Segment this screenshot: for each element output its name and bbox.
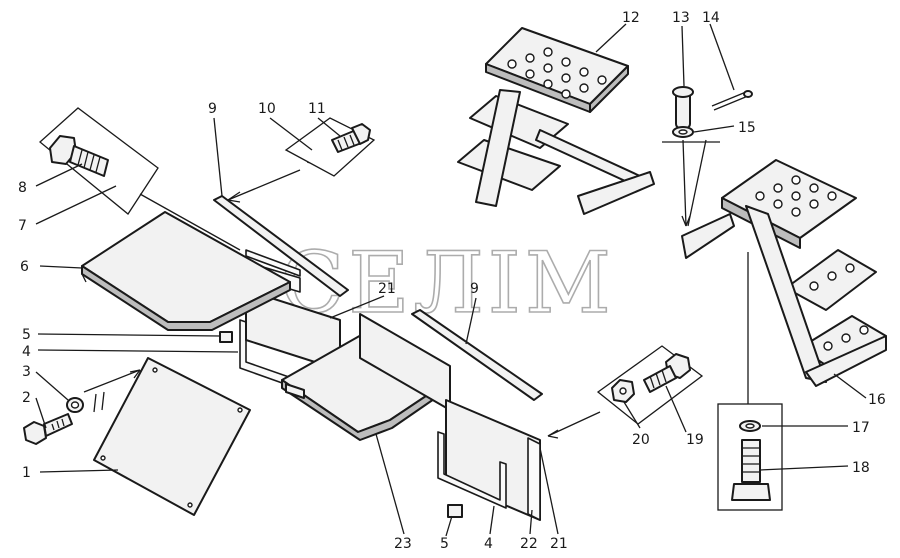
callout-3: 3 bbox=[22, 364, 31, 380]
callout-21-bottom: 21 bbox=[550, 536, 568, 552]
callout-2: 2 bbox=[22, 390, 31, 406]
part-8-large-bolt bbox=[39, 107, 159, 215]
callout-11: 11 bbox=[308, 101, 326, 117]
callout-13: 13 bbox=[672, 10, 690, 26]
callout-18: 18 bbox=[852, 460, 870, 476]
part-22-rail bbox=[527, 437, 541, 521]
callout-9-left: 9 bbox=[208, 101, 217, 117]
part-16-side-ladder bbox=[681, 159, 887, 387]
part-9-support-bar-right bbox=[411, 309, 543, 401]
callout-22: 22 bbox=[520, 536, 538, 552]
callout-numbers: 1 2 3 4 5 6 7 8 9 10 11 12 13 14 15 16 1… bbox=[18, 10, 886, 552]
part-9-support-bar-left bbox=[213, 195, 349, 297]
callout-9-right: 9 bbox=[470, 281, 479, 297]
callout-5-left: 5 bbox=[22, 327, 31, 343]
part-12-step-holes bbox=[507, 47, 607, 99]
part-15-washer bbox=[662, 126, 720, 143]
part-5-clip-left bbox=[219, 331, 233, 343]
callout-1: 1 bbox=[22, 465, 31, 481]
part-16-step-holes bbox=[755, 175, 869, 351]
part-4-bracket-right bbox=[437, 431, 507, 509]
callout-21-top: 21 bbox=[378, 281, 396, 297]
callout-7: 7 bbox=[18, 218, 27, 234]
part-11-bolt bbox=[284, 117, 376, 177]
part-12-step-ladder bbox=[457, 27, 655, 215]
part-1-bottom-plate bbox=[93, 357, 251, 516]
callout-8: 8 bbox=[18, 180, 27, 196]
callout-5-right: 5 bbox=[440, 536, 449, 552]
part-19-bolt-frame bbox=[596, 345, 704, 425]
callout-23: 23 bbox=[394, 536, 412, 552]
callout-4-left: 4 bbox=[22, 344, 31, 360]
callout-4-right: 4 bbox=[484, 536, 493, 552]
part-3-washer bbox=[66, 397, 84, 413]
leader-lines bbox=[35, 23, 867, 537]
callout-20: 20 bbox=[632, 432, 650, 448]
part-14-cotter-pin bbox=[711, 90, 753, 111]
callout-12: 12 bbox=[622, 10, 640, 26]
callout-16: 16 bbox=[868, 392, 886, 408]
part-17-washer bbox=[739, 420, 761, 432]
callout-14: 14 bbox=[702, 10, 720, 26]
part-2-bolt bbox=[23, 413, 73, 445]
part-18-bolt bbox=[731, 439, 771, 501]
part-20-nut bbox=[611, 379, 635, 403]
part-13-pin bbox=[672, 86, 694, 129]
callout-17: 17 bbox=[852, 420, 870, 436]
part-6-upper-plate bbox=[81, 211, 291, 331]
part-5-clip-right bbox=[447, 504, 463, 518]
callout-10: 10 bbox=[258, 101, 276, 117]
callout-19: 19 bbox=[686, 432, 704, 448]
assembly-arrows bbox=[83, 139, 749, 439]
callout-15: 15 bbox=[738, 120, 756, 136]
callout-6: 6 bbox=[20, 259, 29, 275]
